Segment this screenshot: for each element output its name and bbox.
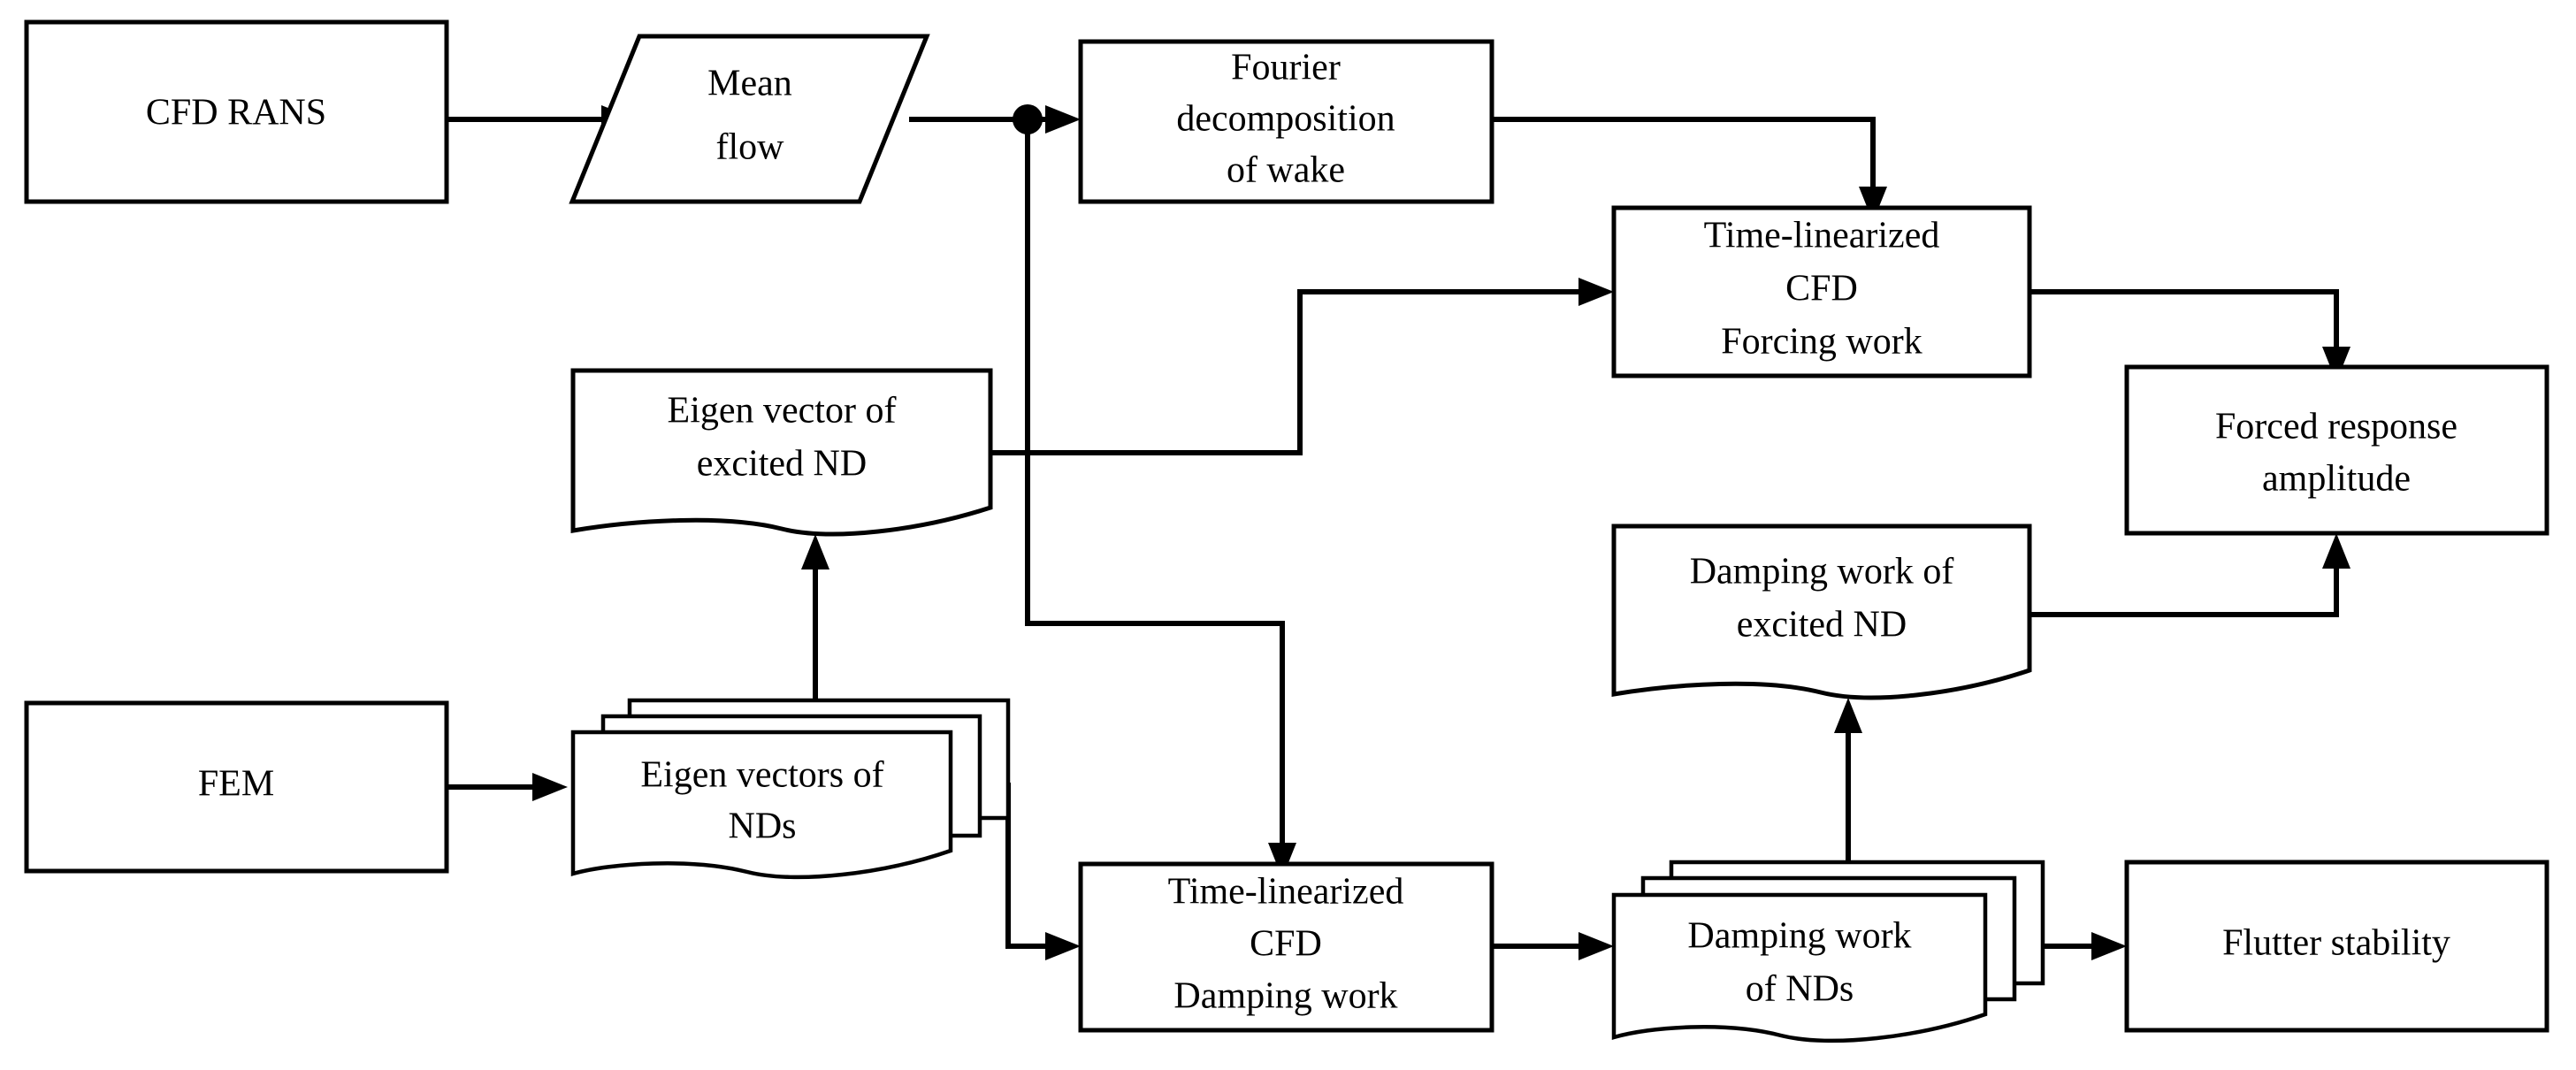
node-forced-response[interactable]: Forced response amplitude bbox=[2124, 364, 2549, 536]
node-forcing-work-label-line1: Time-linearized bbox=[1704, 216, 1940, 256]
node-flutter-label: Flutter stability bbox=[2222, 923, 2450, 964]
edge-damping-excited-to-forced-response bbox=[2029, 533, 2351, 617]
node-damping-excited-label-line1: Damping work of bbox=[1690, 552, 1954, 592]
edge-eigen-excited-to-forcing-work bbox=[990, 278, 1614, 455]
node-fem[interactable]: FEM bbox=[24, 700, 449, 874]
node-eigen-vector-excited-nd[interactable]: Eigen vector of excited ND bbox=[570, 368, 993, 537]
node-damping-work-nds[interactable]: Damping work of NDs bbox=[1611, 860, 2045, 1043]
edge-fem-to-eigen-nds bbox=[447, 773, 568, 801]
node-damping-cfd-label-line1: Time-linearized bbox=[1168, 872, 1404, 913]
node-fourier-decomposition[interactable]: Fourier decomposition of wake bbox=[1078, 39, 1494, 204]
node-forcing-work[interactable]: Time-linearized CFD Forcing work bbox=[1611, 205, 2032, 378]
node-fourier-label-line3: of wake bbox=[1227, 150, 1345, 191]
node-forced-response-label-line1: Forced response bbox=[2215, 407, 2458, 447]
node-eigen-excited-label-line1: Eigen vector of bbox=[668, 391, 897, 432]
node-flutter-stability[interactable]: Flutter stability bbox=[2124, 860, 2549, 1033]
node-fem-label: FEM bbox=[198, 764, 274, 805]
node-mean-flow-label-line1: Mean bbox=[707, 64, 792, 104]
edge-fourier-to-forcing-work bbox=[1492, 117, 1887, 222]
node-fourier-label-line2: decomposition bbox=[1176, 99, 1395, 140]
node-damping-work-excited-nd[interactable]: Damping work of excited ND bbox=[1611, 524, 2032, 700]
edge-damping-cfd-to-damping-nds bbox=[1492, 932, 1614, 960]
node-mean-flow[interactable]: Mean flow bbox=[569, 34, 930, 204]
edge-mean-flow-to-fourier bbox=[909, 105, 1081, 134]
node-forced-response-label-line2: amplitude bbox=[2262, 459, 2411, 500]
edge-damping-nds-to-flutter bbox=[2043, 932, 2127, 960]
node-eigen-excited-label-line2: excited ND bbox=[697, 444, 867, 485]
node-forcing-work-label-line2: CFD bbox=[1785, 269, 1858, 310]
node-eigen-nds-label-line1: Eigen vectors of bbox=[640, 755, 883, 796]
node-cfd-rans[interactable]: CFD RANS bbox=[24, 19, 449, 204]
edge-forcing-work-to-forced-response bbox=[2029, 289, 2351, 382]
node-mean-flow-label-line2: flow bbox=[716, 127, 785, 168]
junction-dot bbox=[1013, 104, 1043, 134]
node-eigen-vectors-nds[interactable]: Eigen vectors of NDs bbox=[570, 698, 1011, 880]
node-eigen-nds-label-line2: NDs bbox=[728, 806, 796, 847]
node-fourier-label-line1: Fourier bbox=[1231, 48, 1341, 88]
node-damping-cfd-label-line2: CFD bbox=[1250, 924, 1322, 965]
edge-eigen-nds-to-damping-cfd bbox=[1005, 783, 1081, 960]
node-cfd-rans-label: CFD RANS bbox=[146, 93, 326, 134]
edge-eigen-nds-to-eigen-excited bbox=[801, 534, 829, 712]
node-damping-nds-label-line1: Damping work bbox=[1687, 916, 1911, 957]
node-forcing-work-label-line3: Forcing work bbox=[1721, 322, 1922, 363]
edge-mean-flow-to-damping-cfd bbox=[1025, 119, 1296, 878]
node-damping-cfd-label-line3: Damping work bbox=[1173, 976, 1397, 1017]
node-damping-nds-label-line2: of NDs bbox=[1746, 969, 1854, 1010]
node-damping-excited-label-line2: excited ND bbox=[1737, 605, 1907, 646]
edge-damping-nds-to-damping-excited bbox=[1834, 698, 1862, 889]
node-damping-work-cfd[interactable]: Time-linearized CFD Damping work bbox=[1078, 861, 1494, 1033]
